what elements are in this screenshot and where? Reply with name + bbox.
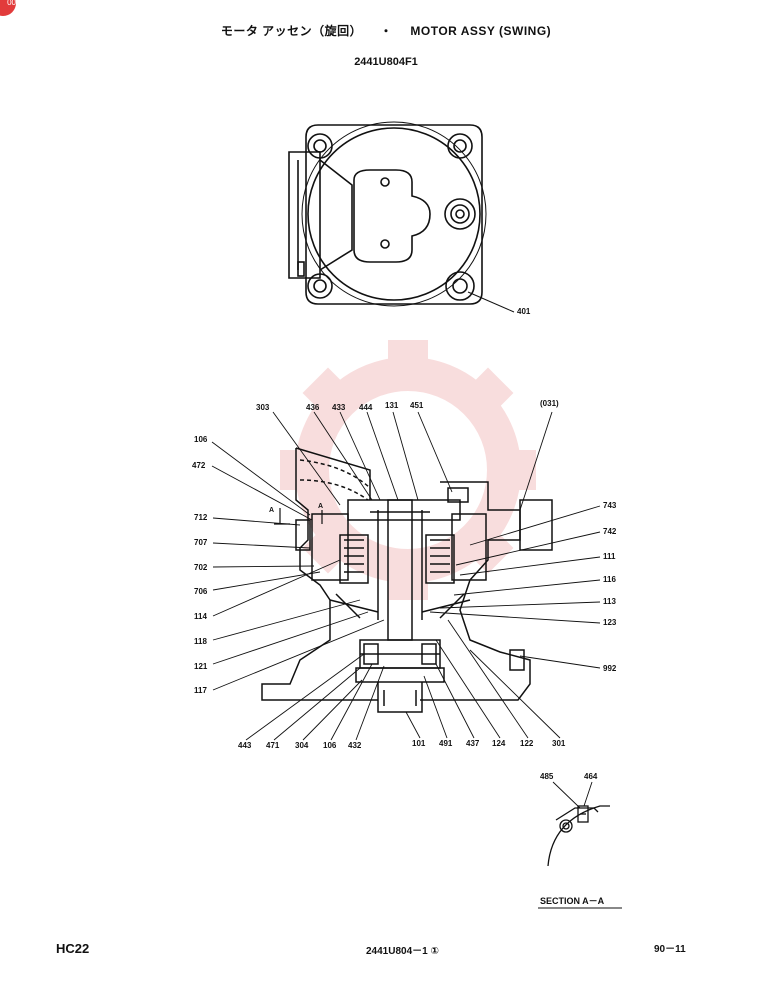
section-view	[261, 447, 553, 713]
title-japanese: モータ アッセン（旋回）	[220, 24, 363, 38]
part-label: 301	[552, 739, 566, 748]
part-label: 743	[603, 501, 617, 510]
part-label: 742	[603, 527, 617, 536]
footer-page-code: 2441U804－1 ①	[366, 946, 439, 957]
part-label: 124	[492, 739, 506, 748]
part-label: 117	[194, 686, 207, 695]
section-a-a-detail	[538, 781, 622, 909]
part-label: 101	[412, 739, 426, 748]
part-label: 114	[194, 612, 207, 621]
part-label: 131	[385, 401, 399, 410]
part-label: 116	[603, 575, 616, 584]
title-separator: ・	[380, 24, 393, 38]
section-mark-label: A	[318, 503, 323, 510]
leader-lines	[211, 411, 601, 741]
part-label: 712	[194, 513, 208, 522]
part-label: 443	[238, 741, 252, 750]
part-label: 432	[348, 741, 362, 750]
section-mark-label: A	[269, 507, 274, 514]
part-label: 118	[194, 637, 207, 646]
part-label: (031)	[540, 399, 559, 408]
top-view	[288, 121, 515, 313]
part-label: 444	[359, 403, 373, 412]
part-label: 106	[194, 435, 208, 444]
footer-model: HC22	[56, 941, 90, 956]
part-label: 303	[256, 403, 270, 412]
corner-badge: 00	[0, 0, 16, 16]
part-label: 485	[540, 772, 554, 781]
part-label: 707	[194, 538, 208, 547]
part-label: 123	[603, 618, 617, 627]
part-label: 451	[410, 401, 424, 410]
part-label: 436	[306, 403, 320, 412]
part-label: 464	[584, 772, 598, 781]
part-label: 992	[603, 664, 617, 673]
part-label: 491	[439, 739, 453, 748]
part-label: 121	[194, 662, 208, 671]
section-label: SECTION A－A	[540, 896, 605, 906]
part-label: 702	[194, 563, 208, 572]
part-label: 471	[266, 741, 280, 750]
part-label: 401	[517, 307, 531, 316]
page-title: モータ アッセン（旋回） ・ MOTOR ASSY (SWING)	[0, 22, 772, 39]
watermark-gear-icon	[280, 340, 536, 600]
part-label: 437	[466, 739, 480, 748]
part-label: 106	[323, 741, 337, 750]
part-label: 433	[332, 403, 346, 412]
title-english: MOTOR ASSY (SWING)	[410, 24, 552, 38]
part-label: 304	[295, 741, 309, 750]
part-label: 472	[192, 461, 206, 470]
part-label: 113	[603, 597, 616, 606]
document-number: 2441U804F1	[354, 56, 418, 68]
footer-page-number: 90－11	[654, 944, 686, 955]
part-label: 122	[520, 739, 534, 748]
part-label: 706	[194, 587, 208, 596]
part-label: 111	[603, 552, 616, 561]
